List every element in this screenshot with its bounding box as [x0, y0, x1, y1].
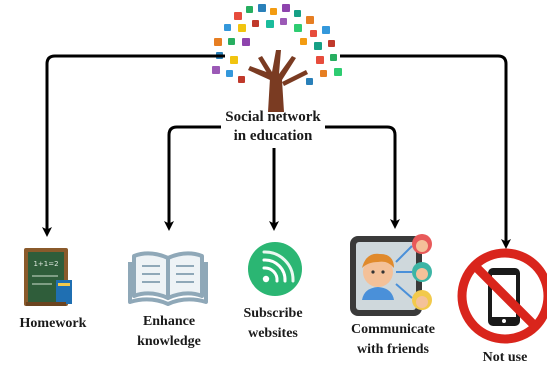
node-label-subscribe-1: Subscribe	[243, 306, 302, 321]
rss-feed-icon	[248, 242, 302, 296]
root-label-line1: Social network	[225, 109, 321, 125]
arrow-communicate	[325, 125, 400, 229]
svg-text:1+1=2: 1+1=2	[33, 260, 58, 268]
arrow-enhance	[164, 125, 221, 231]
connector-arrows	[42, 54, 511, 249]
root-label-line2: in education	[234, 128, 313, 144]
video-chat-icon	[350, 234, 432, 316]
no-phone-icon	[457, 248, 547, 344]
node-label-homework: Homework	[20, 316, 87, 331]
node-label-subscribe-2: websites	[248, 326, 298, 341]
node-label-enhance-1: Enhance	[143, 314, 195, 329]
node-label-enhance-2: knowledge	[137, 334, 201, 349]
node-label-communicate-2: with friends	[357, 342, 430, 357]
chalkboard-icon: 1+1=2	[24, 248, 72, 306]
node-label-communicate-1: Communicate	[351, 322, 435, 337]
node-label-not-use: Not use	[483, 350, 528, 365]
knowledge-tree-icon	[212, 4, 342, 112]
open-book-icon	[128, 251, 208, 306]
arrow-homework	[42, 54, 225, 237]
arrow-not-use	[340, 54, 511, 249]
